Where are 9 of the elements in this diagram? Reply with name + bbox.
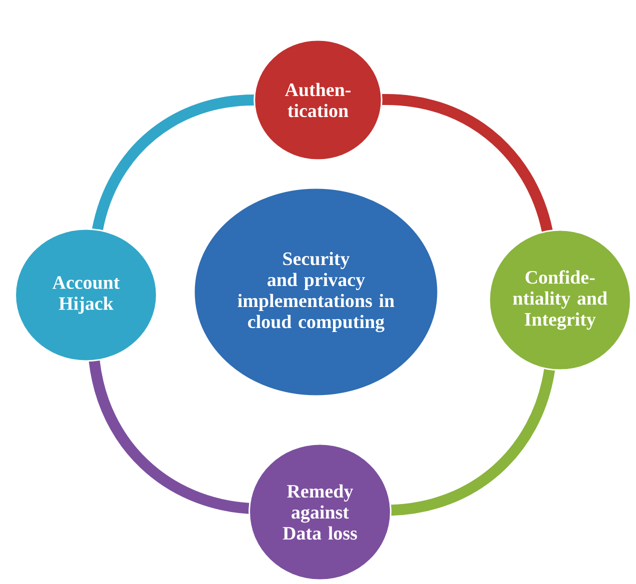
ring-arc — [380, 94, 553, 233]
circle-node: Security and privacy implementations in cloud computing — [193, 187, 439, 397]
ring-arc — [92, 94, 256, 232]
circle-node: Account Hijack — [14, 228, 158, 362]
circle-node: Confide- ntiality and Integrity — [488, 229, 632, 371]
ring-arc — [390, 368, 555, 516]
ring-arc — [88, 360, 251, 514]
circle-node: Remedy against Data loss — [248, 443, 392, 581]
circle-node: Authen- tication — [254, 39, 382, 161]
